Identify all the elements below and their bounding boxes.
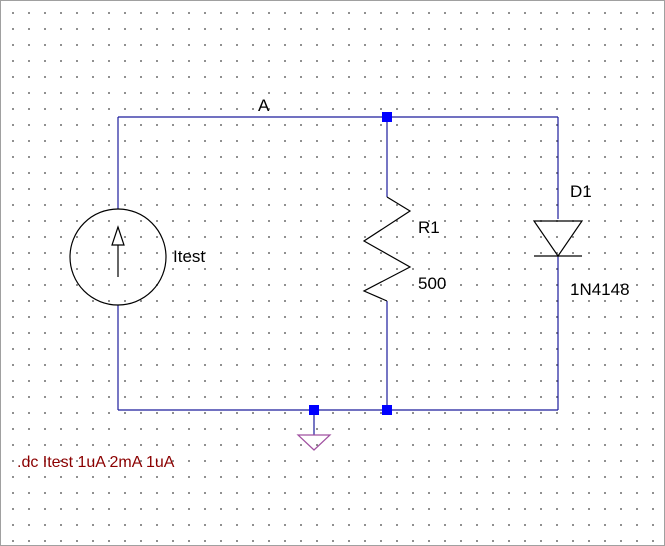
current-direction-arrow-head (111, 225, 125, 246)
resistor-zigzag (362, 196, 412, 302)
junctions (309, 112, 392, 415)
current-source-name[interactable]: Itest (173, 247, 205, 266)
junction-ground[interactable] (309, 405, 319, 415)
resistor-symbol[interactable] (362, 196, 412, 302)
current-source-circle (69, 208, 167, 306)
diode-anode-triangle (532, 220, 584, 258)
diode-symbol[interactable] (532, 220, 584, 258)
diode-name[interactable]: D1 (570, 182, 592, 201)
resistor-name[interactable]: R1 (418, 218, 440, 237)
wires (117, 116, 559, 435)
ground-triangle (296, 434, 332, 451)
resistor-value[interactable]: 500 (418, 274, 446, 293)
junction-bottom-right[interactable] (382, 405, 392, 415)
diode-model[interactable]: 1N4148 (570, 280, 630, 299)
ground-symbol[interactable] (296, 434, 332, 451)
spice-directive[interactable]: .dc Itest 1uA 2mA 1uA (17, 454, 175, 471)
junction-top[interactable] (382, 112, 392, 122)
current-source-symbol[interactable] (69, 208, 167, 306)
net-label-a[interactable]: A (258, 96, 270, 115)
